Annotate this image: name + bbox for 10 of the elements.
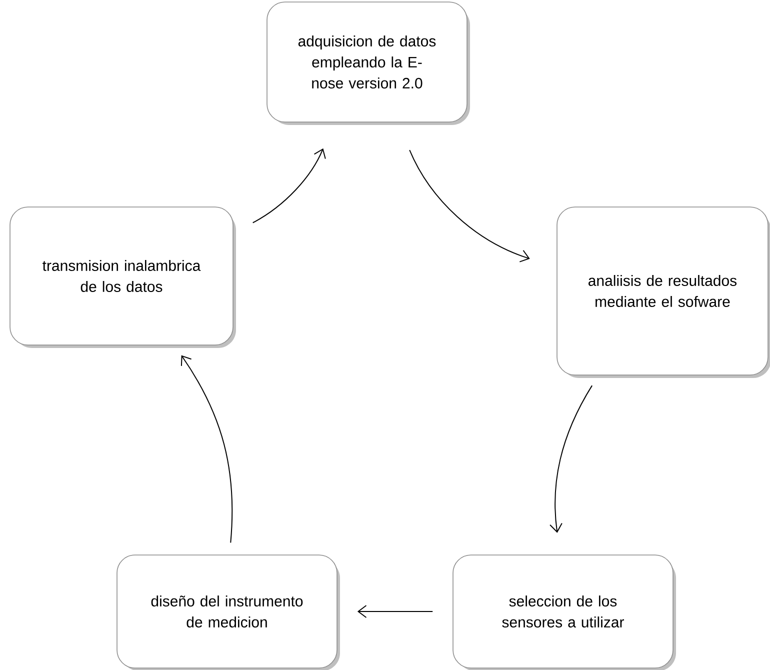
process-box: adquisicion de datos empleando la E-nose version 2.0 [266, 2, 470, 125]
process-box: seleccion de los sensores a utilizar [452, 554, 676, 670]
arrow [550, 385, 593, 533]
arrow [252, 148, 326, 224]
arrow [409, 150, 530, 262]
arrow [357, 605, 434, 618]
process-box: diseño del instrumento de medicion [116, 554, 340, 670]
process-box: transmision inalambrica de los datos [10, 206, 236, 348]
process-box: analiisis de resultados mediante el sofware [556, 206, 770, 378]
arrow [180, 355, 233, 544]
